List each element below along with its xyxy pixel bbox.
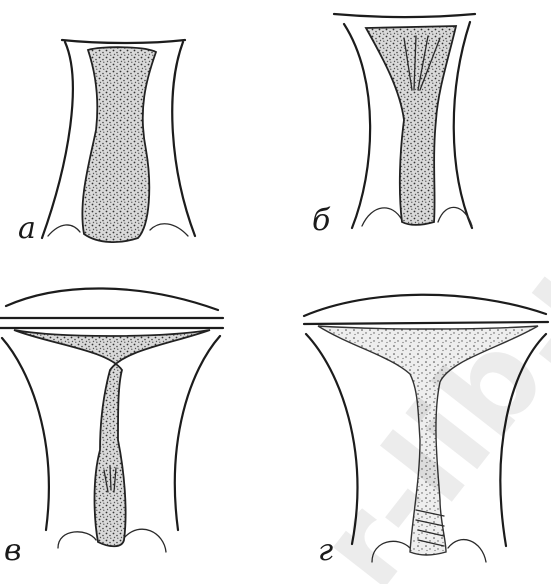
panel-v-fundus	[6, 288, 218, 310]
panel-a-right-wall	[172, 42, 195, 236]
panel-a-cervix-right	[150, 224, 188, 236]
panel-g-cervix-left	[372, 541, 410, 562]
panel-b-label: б	[312, 203, 331, 238]
panel-v: в	[0, 288, 223, 568]
panel-b-top-edge	[334, 14, 475, 17]
panel-v-cavity	[14, 330, 210, 546]
panel-v-cervix-left	[58, 532, 96, 548]
panel-v-left-wall	[2, 338, 49, 530]
panel-a-cavity	[82, 47, 156, 242]
panel-g-right-wall	[500, 334, 546, 546]
panel-b-right-wall	[454, 22, 472, 228]
panel-b-left-wall	[344, 24, 370, 228]
panel-b: б	[312, 14, 475, 238]
panel-g: г	[304, 295, 548, 568]
panel-b-cervix-left	[362, 208, 402, 226]
panel-b-cavity	[366, 26, 456, 225]
panel-v-right-wall	[175, 336, 220, 530]
panel-v-label: в	[4, 533, 21, 568]
panel-v-cervix-right	[124, 529, 166, 552]
panel-g-band	[304, 322, 548, 324]
panel-a-label: а	[18, 211, 36, 246]
panel-a-cervix-left	[48, 225, 80, 236]
panel-g-left-wall	[306, 334, 357, 544]
panel-g-fundus	[304, 295, 546, 316]
panel-a: а	[18, 40, 195, 246]
panel-g-cervix-right	[448, 540, 486, 562]
panel-a-left-wall	[42, 42, 73, 238]
panel-g-cavity	[318, 326, 538, 555]
panel-g-label: г	[318, 533, 333, 568]
panel-a-top-edge	[62, 40, 185, 43]
